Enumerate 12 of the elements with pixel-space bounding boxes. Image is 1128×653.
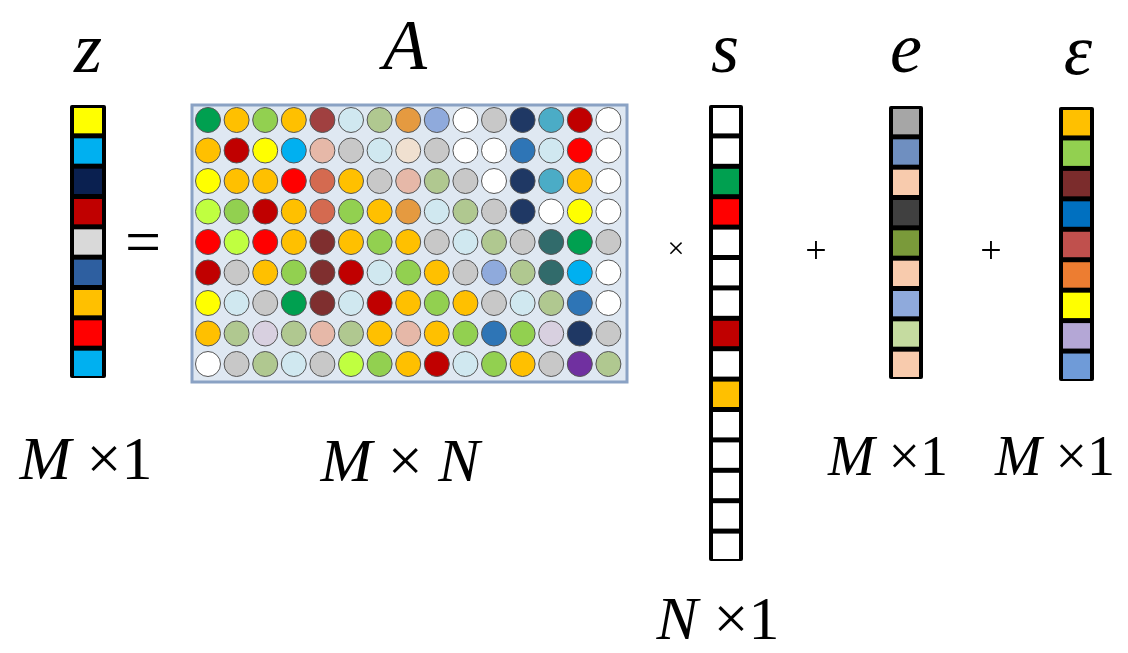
dimension-label: M ×1 [827, 428, 949, 484]
dimension-label: M ×1 [994, 428, 1116, 484]
operator-symbol: × [667, 233, 685, 263]
variable-symbol: ε [1063, 14, 1093, 86]
variable-symbol: z [74, 12, 102, 84]
dimension-label: N ×1 [656, 587, 780, 649]
operator-symbol: = [124, 210, 162, 274]
variable-symbol: s [711, 12, 739, 84]
operator-symbol: + [980, 231, 1002, 269]
operator-symbol: + [805, 231, 827, 269]
variable-symbol: e [890, 12, 922, 84]
dimension-label: M ×1 [19, 427, 153, 489]
